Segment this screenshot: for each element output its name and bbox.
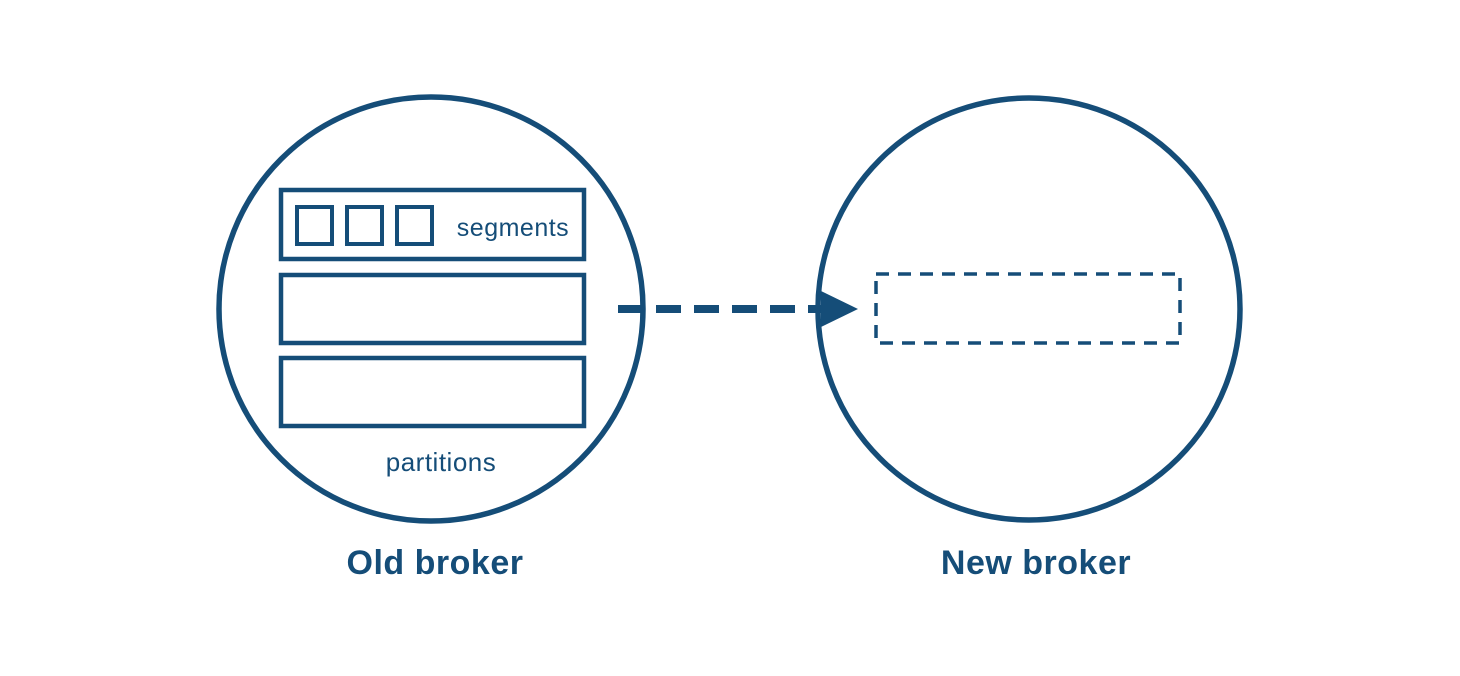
new-broker-group: New broker [815,95,1243,582]
segment-square-2 [345,205,384,246]
migration-arrow-head [821,291,858,327]
segment-square-3 [395,205,434,246]
migration-arrow [618,291,858,327]
old-broker-label: Old broker [347,544,524,582]
partition-placeholder-dashed-rect [874,272,1182,345]
old-broker-group: segments partitions Old broker [216,94,646,582]
partitions-label: partitions [386,447,497,477]
segments-label: segments [457,214,569,242]
new-broker-label: New broker [941,544,1131,582]
segment-square-1 [295,205,334,246]
partition-rect-with-segments [278,187,587,262]
new-broker-circle [815,95,1243,523]
partition-rect-3 [278,355,587,429]
partition-rect-2 [278,272,587,346]
